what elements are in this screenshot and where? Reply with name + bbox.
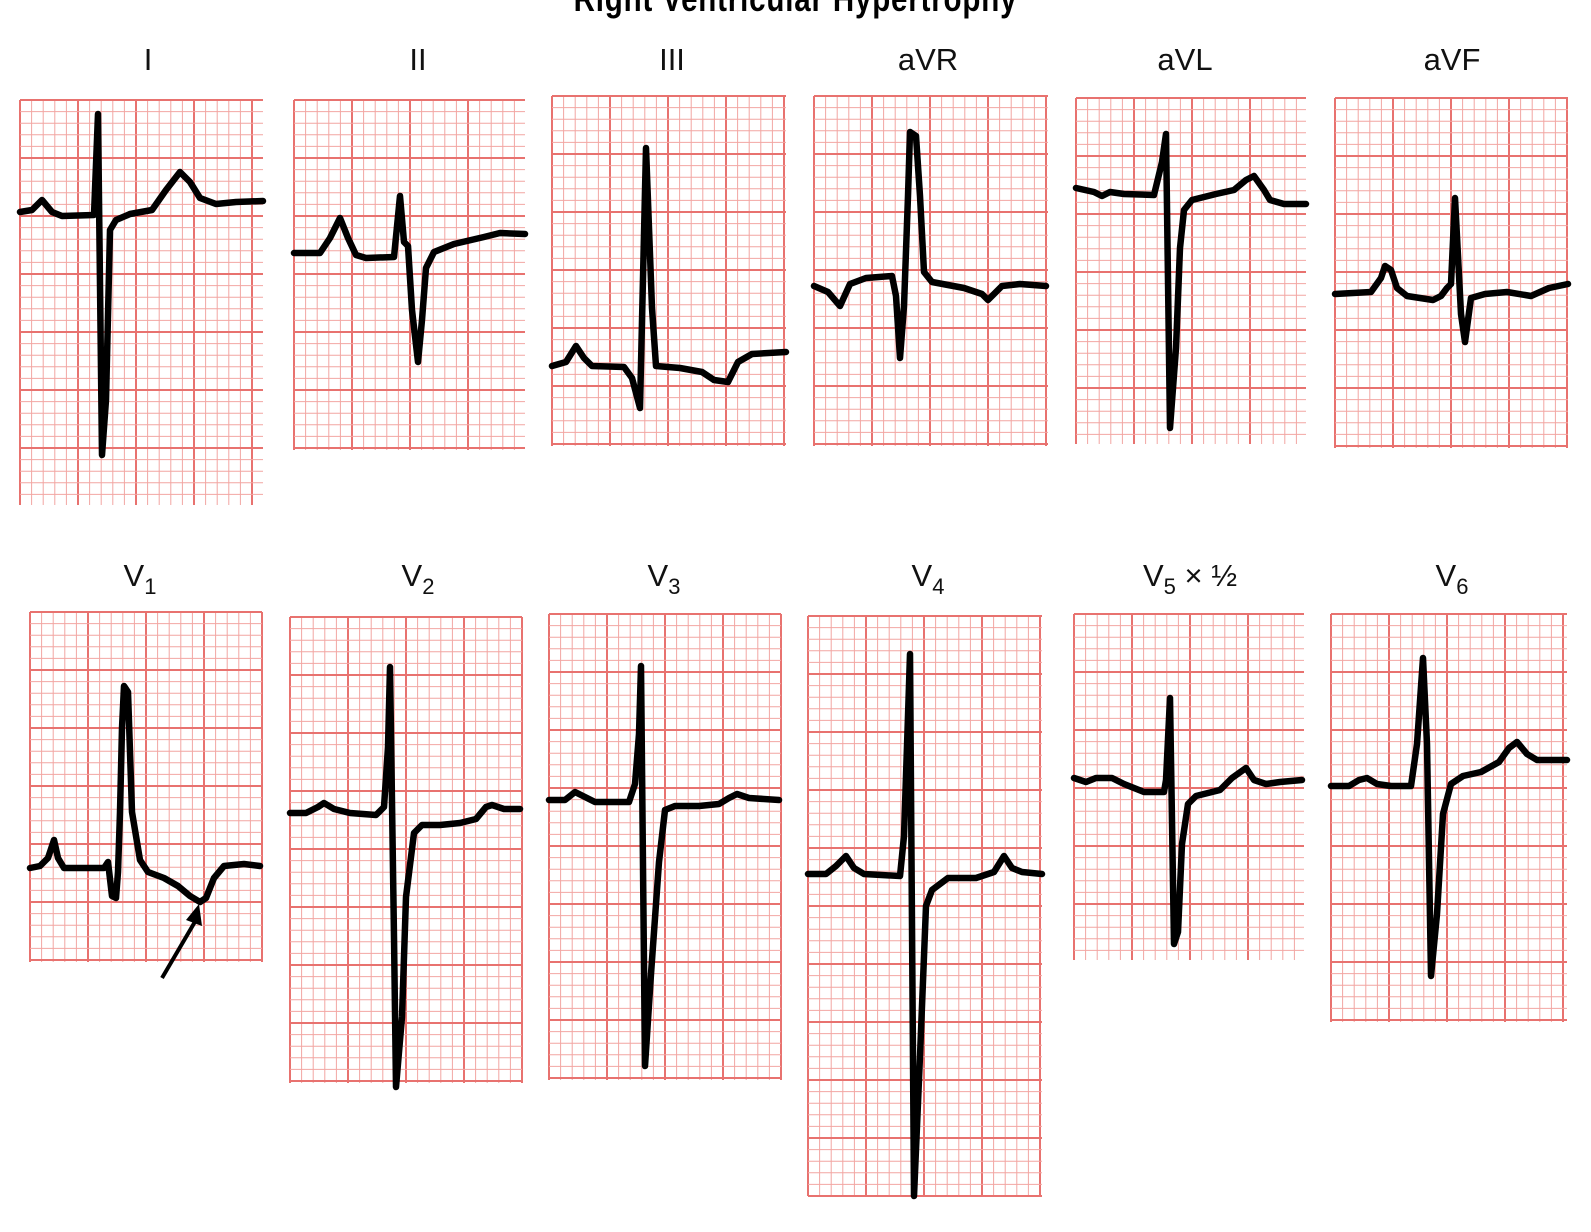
ecg-grid-I [16, 99, 267, 505]
ecg-strip-II [290, 99, 529, 450]
ecg-trace-V2 [286, 663, 524, 1091]
grid-lines [29, 611, 263, 962]
ecg-grid-aVL [1072, 97, 1310, 444]
lead-label-V1: V1 [123, 558, 157, 599]
ecg-strip-V3 [545, 613, 783, 1080]
ecg-strip-V4 [804, 615, 1046, 1200]
page-title: Right Ventricular Hypertrophy [143, 0, 1448, 20]
lead-label-III: III [659, 42, 685, 77]
ecg-grid-V2 [286, 616, 524, 1091]
lead-label-V4: V4 [911, 558, 945, 599]
ecg-trace-aVR [810, 128, 1050, 362]
ecg-trace-I [16, 110, 267, 459]
lead-label-II: II [409, 42, 427, 77]
grid-lines [1073, 613, 1304, 960]
ecg-grid-V6 [1327, 613, 1571, 1022]
ecg-strip-V1 [26, 611, 264, 962]
ecg-grid-II [290, 99, 529, 450]
lead-label-V3: V3 [647, 558, 681, 599]
ecg-trace-III [548, 144, 790, 412]
lead-label-aVL: aVL [1157, 42, 1213, 77]
ecg-grid-aVR [810, 95, 1050, 446]
ecg-grid-V4 [804, 615, 1046, 1200]
lead-label-aVR: aVR [897, 42, 959, 77]
ecg-strip-V6 [1327, 613, 1571, 1022]
lead-label-V5: V5 × ½ [1142, 558, 1238, 599]
ecg-trace-aVF [1331, 194, 1572, 346]
ecg-strip-III [548, 95, 790, 446]
lead-label-V2: V2 [401, 558, 435, 599]
ecg-strip-aVF [1331, 97, 1572, 448]
lead-label-V6: V6 [1435, 558, 1469, 599]
ecg-trace-V3 [545, 662, 783, 1070]
grid-lines [1334, 97, 1568, 448]
lead-label-I: I [143, 42, 153, 77]
ecg-strip-I [16, 99, 267, 505]
ecg-trace-V1 [26, 682, 264, 906]
grid-lines [551, 95, 786, 446]
ecg-trace-aVL [1072, 130, 1310, 432]
ecg-trace-V4 [804, 650, 1046, 1200]
ecg-strip-aVL [1072, 97, 1310, 444]
grid-lines [813, 95, 1048, 446]
grid-lines [289, 616, 523, 1083]
grid-lines [548, 613, 782, 1080]
grid-lines [19, 99, 263, 505]
ecg-strip-V5 [1070, 613, 1306, 960]
lead-label-aVF: aVF [1423, 42, 1481, 77]
ecg-trace-V6 [1327, 654, 1571, 980]
ecg-grid-V5 [1070, 613, 1306, 960]
ecg-grid-V3 [545, 613, 783, 1080]
grid-lines [1330, 613, 1567, 1022]
grid-lines [1075, 97, 1306, 444]
grid-lines [293, 99, 525, 450]
ecg-grid-aVF [1331, 97, 1572, 448]
ecg-strip-aVR [810, 95, 1050, 446]
ecg-trace-II [290, 192, 529, 366]
ecg-grid-V1 [26, 611, 264, 962]
ecg-strip-V2 [286, 616, 524, 1091]
ecg-grid-III [548, 95, 790, 446]
ecg-trace-V5 [1070, 694, 1306, 948]
